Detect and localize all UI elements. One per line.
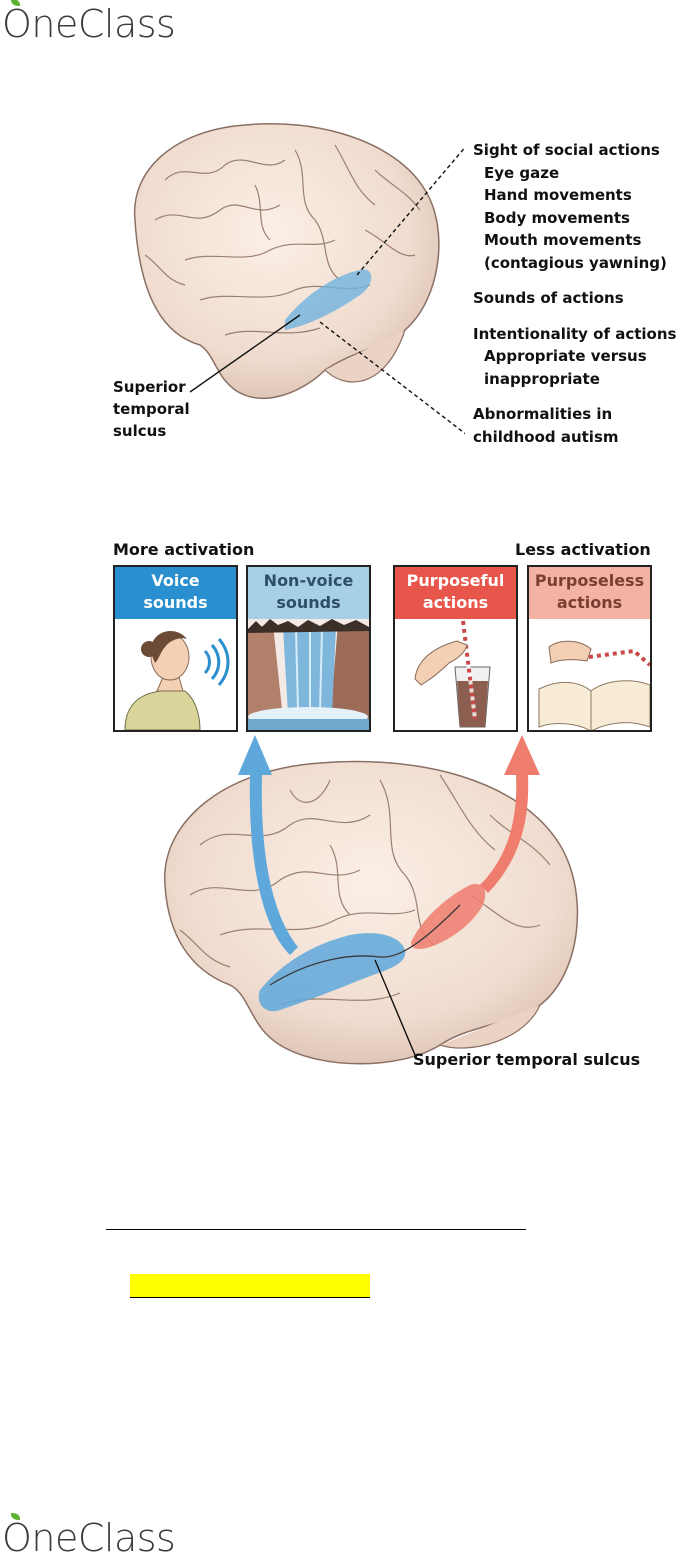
list-item: Appropriate versus — [484, 347, 647, 365]
panel-title-line: Voice — [151, 571, 200, 590]
label-pointer — [189, 314, 301, 393]
more-activation-label: More activation — [113, 540, 255, 559]
straw-on-book-icon — [538, 640, 650, 730]
sts-highlight — [285, 269, 372, 330]
less-activation-label: Less activation — [515, 540, 651, 559]
social-actions-list: Sight of social actions Eye gaze Hand mo… — [473, 139, 676, 448]
panel-header: Purposeless actions — [529, 567, 650, 619]
panel-title-line: Purposeless — [534, 571, 645, 590]
list-item: Sight of social actions — [473, 141, 660, 159]
list-item: Body movements — [484, 208, 630, 227]
brain-outline — [133, 122, 440, 399]
speaking-woman-icon — [124, 631, 230, 730]
straw-in-glass-icon — [414, 620, 491, 728]
panel-header: Voice sounds — [115, 567, 236, 619]
list-item: Mouth movements — [484, 231, 642, 249]
label-pointer — [374, 959, 416, 1056]
logo-text: neClass — [31, 1516, 176, 1560]
callout-line-bottom — [319, 321, 465, 435]
panel-title-line: actions — [556, 593, 623, 612]
panel-title-line: sounds — [143, 593, 208, 612]
label-line: temporal — [113, 400, 190, 418]
list-item: inappropriate — [484, 369, 600, 388]
brain-figure-2 — [164, 760, 579, 1065]
panel-purposeful-actions: Purposeful actions — [393, 565, 518, 732]
panel-voice-sounds: Voice sounds — [113, 565, 238, 732]
leaf-icon — [11, 0, 20, 6]
logo-text: neClass — [31, 2, 176, 46]
panel-non-voice-sounds: Non-voice sounds — [246, 565, 371, 732]
logo-letter-o: O — [2, 1513, 32, 1560]
horizontal-rule — [106, 1229, 526, 1230]
blue-arrow — [238, 735, 298, 955]
superior-temporal-sulcus-label-2: Superior temporal sulcus — [413, 1050, 641, 1069]
brain-figure-1 — [133, 122, 465, 435]
panel-header: Non-voice sounds — [248, 567, 369, 619]
sts-blue-region — [258, 933, 406, 1012]
panel-title-line: sounds — [276, 593, 341, 612]
panel-purposeless-actions: Purposeless actions — [527, 565, 652, 732]
callout-line-top — [356, 146, 465, 276]
sts-sulcus-line — [269, 904, 461, 986]
list-item: Abnormalities in — [473, 405, 613, 423]
list-item: childhood autism — [473, 427, 619, 446]
panel-header: Purposeful actions — [395, 567, 516, 619]
list-item: (contagious yawning) — [484, 253, 667, 272]
label-line: Superior — [113, 378, 186, 396]
logo-letter-o: O — [2, 0, 32, 46]
panel-title-line: Purposeful — [406, 571, 505, 590]
list-item: Intentionality of actions — [473, 324, 677, 343]
red-arrow — [480, 735, 540, 893]
list-item: Hand movements — [484, 186, 632, 204]
cerebellum — [439, 1004, 541, 1049]
panel-title-line: actions — [422, 593, 489, 612]
waterfall-icon — [248, 619, 369, 730]
yellow-highlight-bar — [130, 1274, 370, 1298]
list-item: Eye gaze — [484, 163, 560, 182]
label-line: sulcus — [113, 422, 167, 440]
leaf-icon — [11, 1513, 20, 1520]
panel-title-line: Non-voice — [263, 571, 354, 590]
superior-temporal-sulcus-label-1: Superior temporal sulcus — [113, 376, 190, 442]
list-item: Sounds of actions — [473, 289, 624, 307]
